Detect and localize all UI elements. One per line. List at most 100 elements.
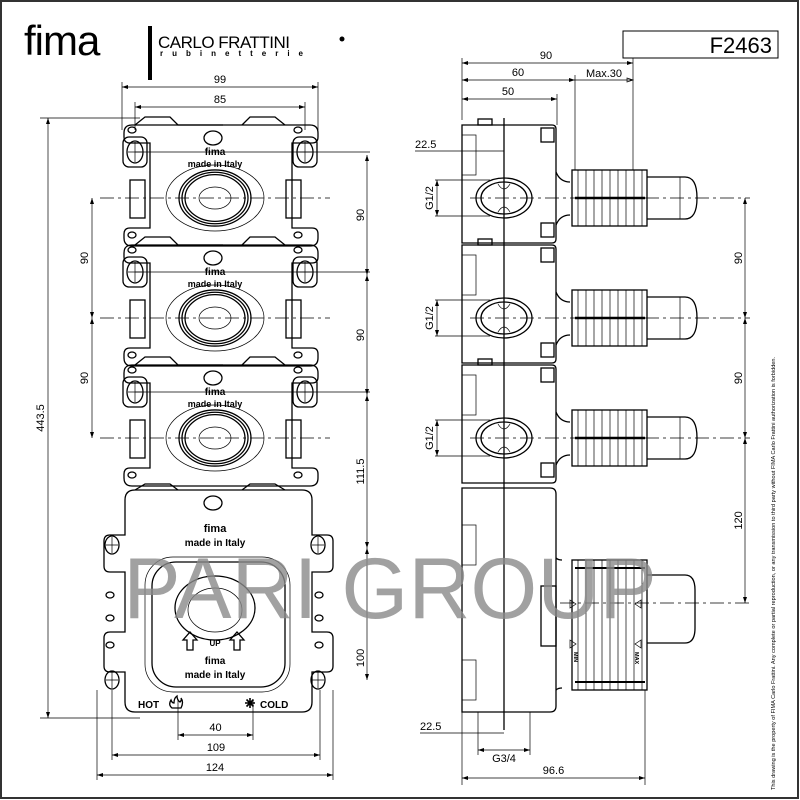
max-label: MAX (633, 652, 639, 665)
up-arrow-icon (228, 631, 246, 651)
mounting-hole (105, 614, 115, 622)
dim-99-label: 99 (214, 74, 226, 86)
body-outline (461, 487, 557, 713)
top-lugs (134, 116, 286, 126)
dim-max-30-line (575, 77, 635, 83)
extension-lines (435, 419, 490, 457)
body-outline (461, 124, 557, 244)
dim-right-0-label: 90 (355, 209, 367, 221)
watermark: PARI GROUP (123, 541, 657, 637)
carlo-frattini-logo: CARLO FRATTINI (158, 33, 290, 52)
origin-label: made in Italy (188, 159, 243, 169)
top-lugs (134, 483, 286, 491)
slot-hole (310, 535, 326, 555)
mounting-hole (105, 641, 115, 649)
top-hole (203, 495, 223, 511)
code-box (622, 30, 779, 59)
dim-109-label: 109 (207, 742, 225, 754)
body-outline (461, 244, 557, 364)
top-tab (477, 238, 493, 246)
neck (555, 291, 571, 346)
diverter-bore (174, 575, 256, 641)
extension-lines (96, 690, 334, 780)
corner-block (540, 247, 555, 263)
snowflake-icon (245, 698, 255, 708)
dim-124-label: 124 (206, 762, 224, 774)
dim-left-0-label: 90 (79, 252, 91, 264)
mounting-hole (314, 591, 324, 599)
cross-mark (312, 672, 324, 688)
slot-hole (104, 670, 120, 690)
origin-label: made in Italy (188, 279, 243, 289)
fima-logo: fima (24, 17, 101, 64)
mounting-hole (127, 471, 137, 479)
dim-right-2-label: 111.5 (355, 459, 367, 485)
min-marker-icon (569, 599, 577, 609)
valve-module-side (461, 238, 750, 364)
cover-inset (151, 561, 286, 688)
seal-ring (178, 289, 252, 347)
handle-cap (647, 574, 696, 644)
corner-block (540, 127, 555, 143)
dim-22-5-label: 22.5 (415, 139, 436, 151)
mounting-hole (293, 471, 303, 479)
extension-lines (435, 179, 490, 217)
mounting-hole (314, 641, 324, 649)
dim-side-right-0-label: 90 (733, 252, 745, 264)
mounting-hole (293, 351, 303, 359)
top-hole (203, 370, 223, 386)
side-window (285, 299, 302, 339)
valve-module-side (461, 118, 750, 244)
rear-boss (461, 524, 477, 566)
rear-boss (461, 254, 477, 296)
max-marker-icon (634, 599, 642, 609)
side-view: MIN MAX (461, 118, 750, 730)
extension-lines (121, 82, 319, 130)
slot-hole (310, 670, 326, 690)
mounting-plate (103, 489, 334, 713)
cross-mark (106, 537, 118, 553)
top-hole (203, 130, 223, 146)
seal-ring (178, 169, 252, 227)
side-window (285, 179, 302, 219)
header: fima CARLO FRATTINI rubinetterie F2463 (24, 17, 779, 80)
mounting-hole (127, 246, 137, 254)
rubinetterie-tagline: rubinetterie (160, 49, 312, 58)
dim-50-label: 50 (502, 86, 514, 98)
mounting-hole (293, 246, 303, 254)
rear-boss (461, 659, 477, 701)
corner-block (540, 462, 555, 478)
mounting-hole (127, 351, 137, 359)
min-marker-icon (569, 639, 577, 649)
dim-40-label: 40 (209, 722, 221, 734)
mounting-plate (123, 364, 319, 487)
cover-outline (144, 556, 291, 693)
copyright-notice: This drawing is the property of FIMA Car… (771, 356, 777, 790)
dim-90-label: 90 (540, 50, 552, 62)
corner-block (540, 222, 555, 238)
origin-label: made in Italy (185, 538, 246, 549)
min-label: MIN (572, 652, 578, 662)
hot-label: HOT (138, 700, 159, 711)
extension-lines (461, 58, 634, 170)
seal-ring (178, 409, 252, 467)
mounting-plate (123, 124, 319, 247)
dim-right-3-label: 100 (355, 649, 367, 667)
brand-label: fima (205, 656, 226, 667)
side-window (285, 419, 302, 459)
top-lugs (134, 356, 286, 366)
up-arrow-icon (181, 631, 199, 651)
dim-60-label: 60 (512, 67, 524, 79)
corner-block (540, 342, 555, 358)
mounting-hole (293, 366, 303, 374)
extension-lines (40, 117, 140, 719)
brand-label: fima (205, 147, 226, 158)
origin-label: made in Italy (185, 670, 246, 681)
mounting-hole (293, 126, 303, 134)
